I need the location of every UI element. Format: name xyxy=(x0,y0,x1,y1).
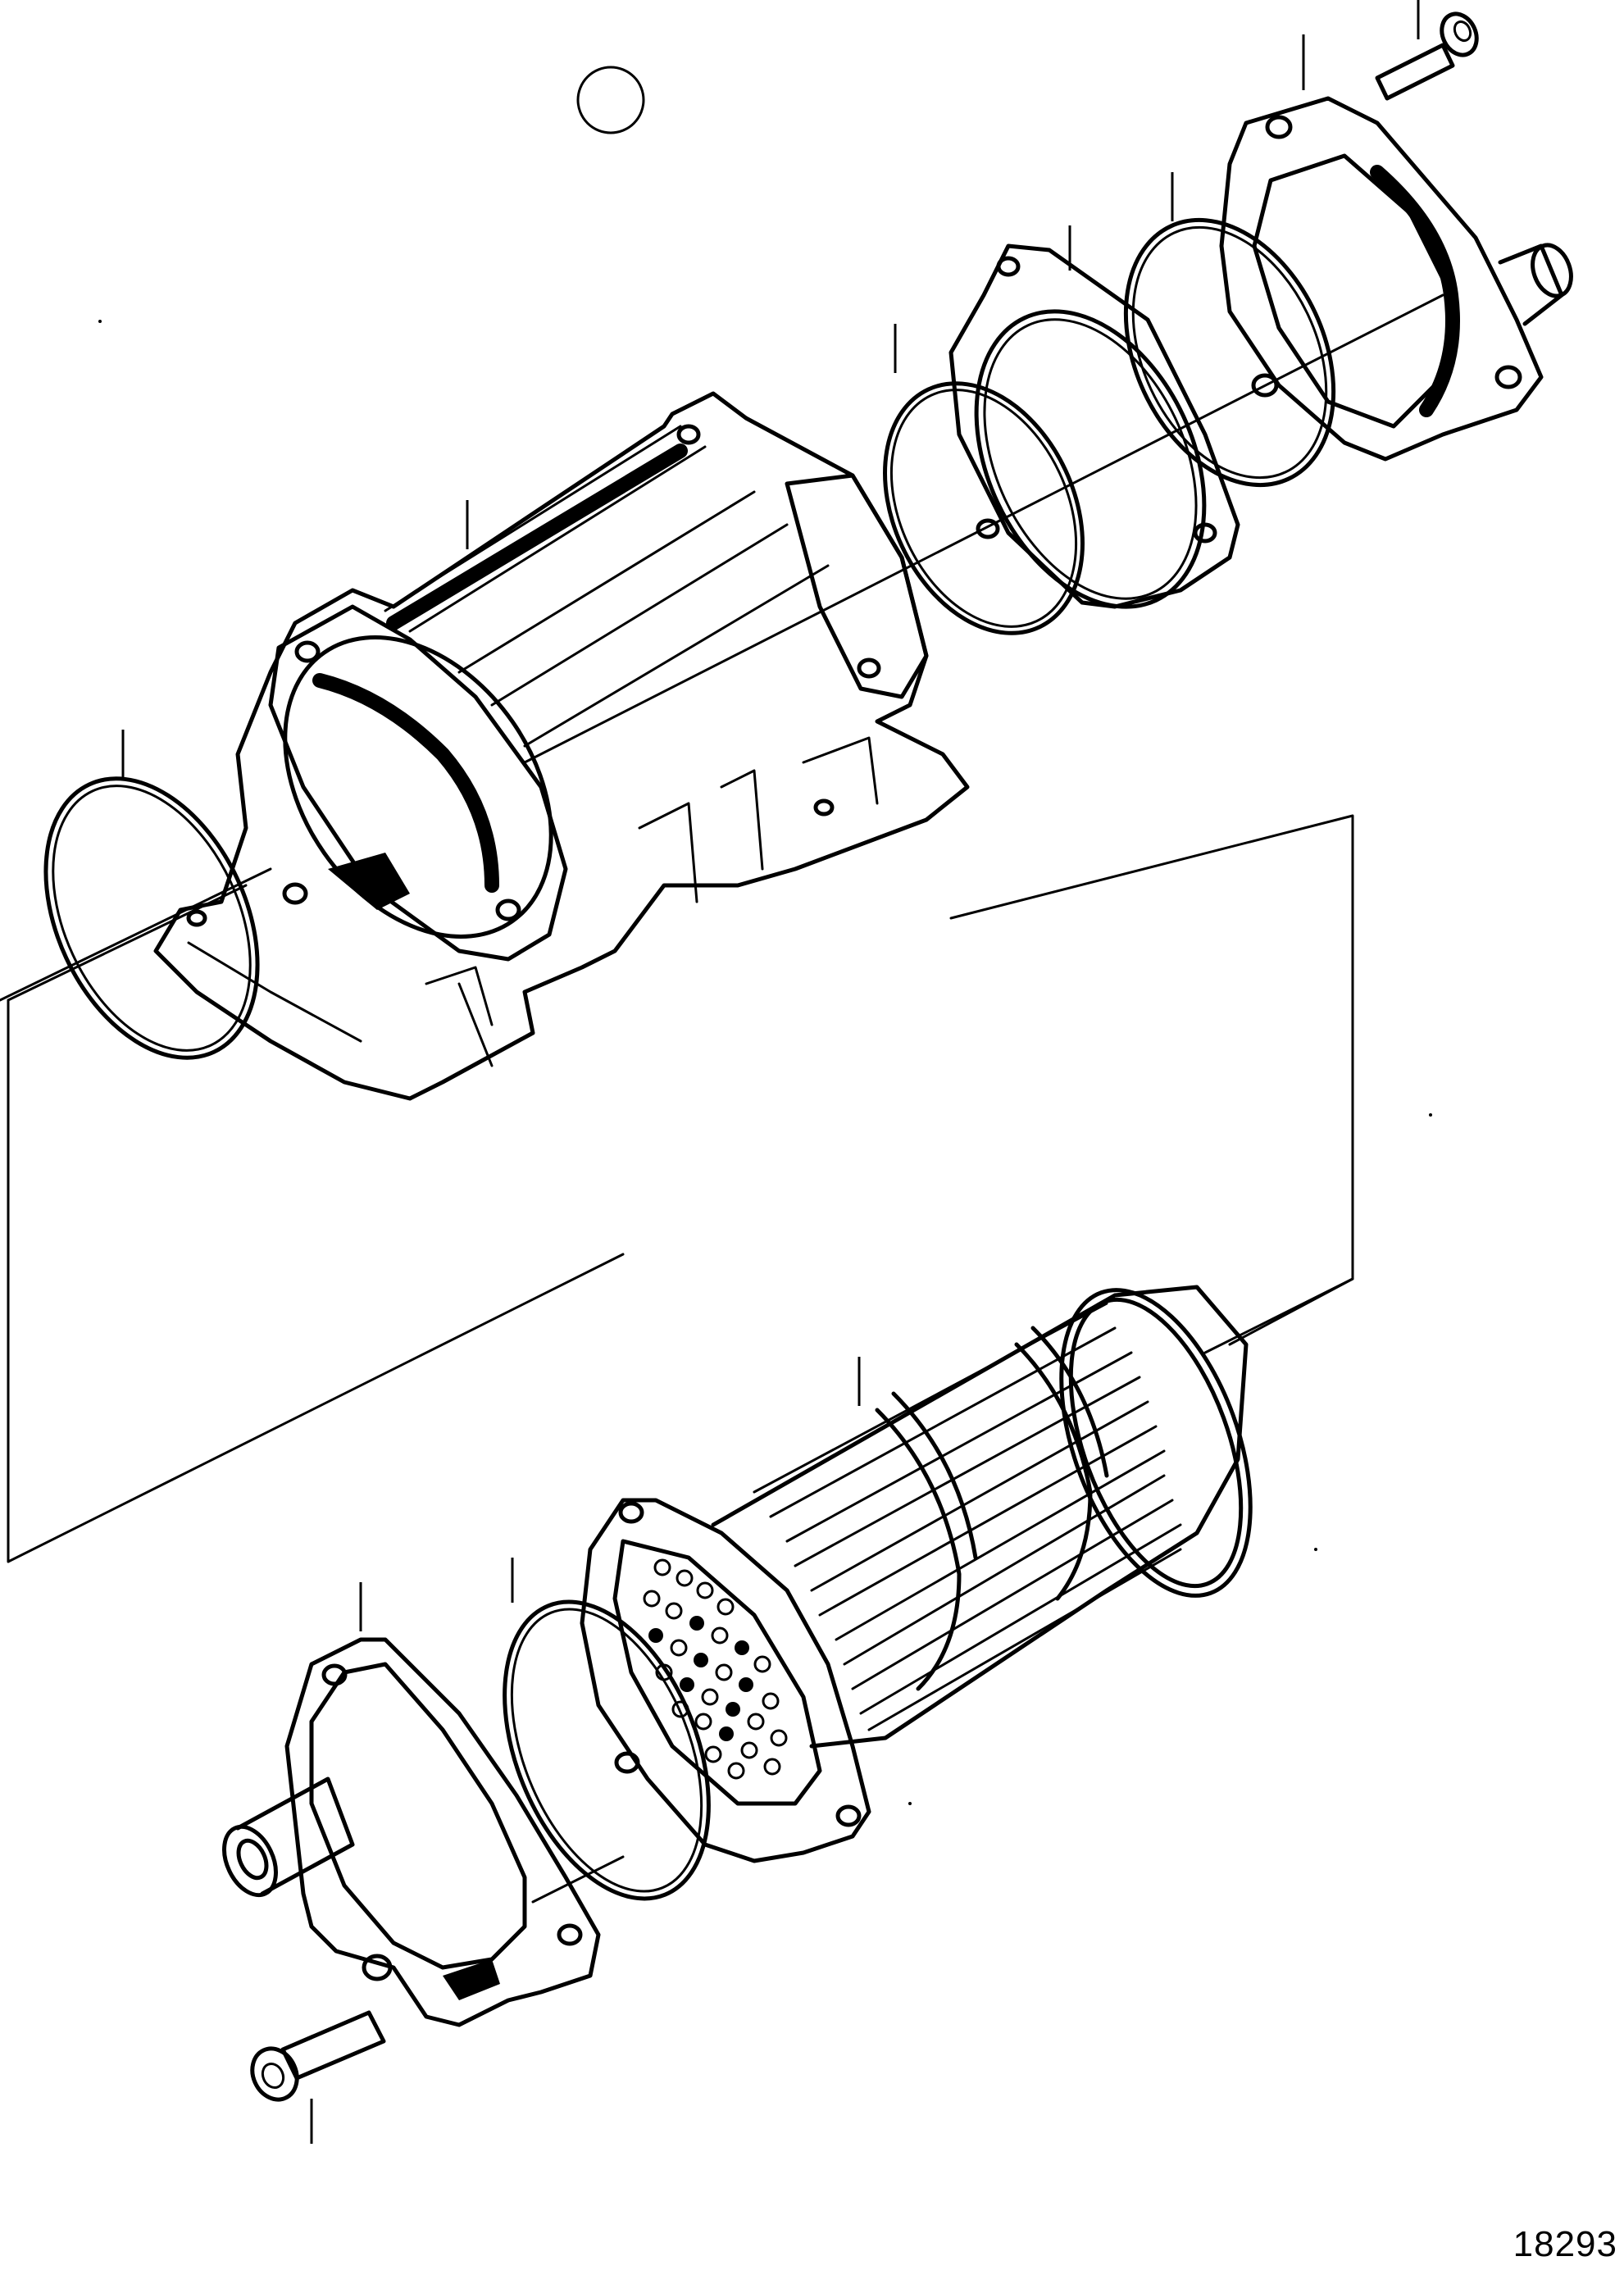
gasket-plate xyxy=(948,243,1240,609)
assembly-bracket xyxy=(7,814,1354,1563)
bolt-bottom xyxy=(250,2010,386,2102)
axis-line-bottom-cover xyxy=(531,1855,625,1904)
o-ring-top xyxy=(1123,217,1336,488)
position-marker-circle xyxy=(576,66,645,134)
tube-sheet-holes xyxy=(643,1558,788,1780)
o-ring-lower xyxy=(503,1599,711,1901)
end-cover-bottom xyxy=(222,1637,601,2027)
drawing-number: 18293 xyxy=(1513,2224,1617,2264)
o-ring-left xyxy=(43,776,260,1060)
tube-bundle xyxy=(580,1285,1253,1863)
o-ring-middle xyxy=(883,381,1085,635)
bolt-top xyxy=(1375,11,1479,101)
axis-line-upper xyxy=(0,244,1543,1002)
end-cover-top xyxy=(1219,96,1573,462)
axis-line-lower xyxy=(171,1253,1354,1481)
cooler-housing xyxy=(153,391,970,1101)
